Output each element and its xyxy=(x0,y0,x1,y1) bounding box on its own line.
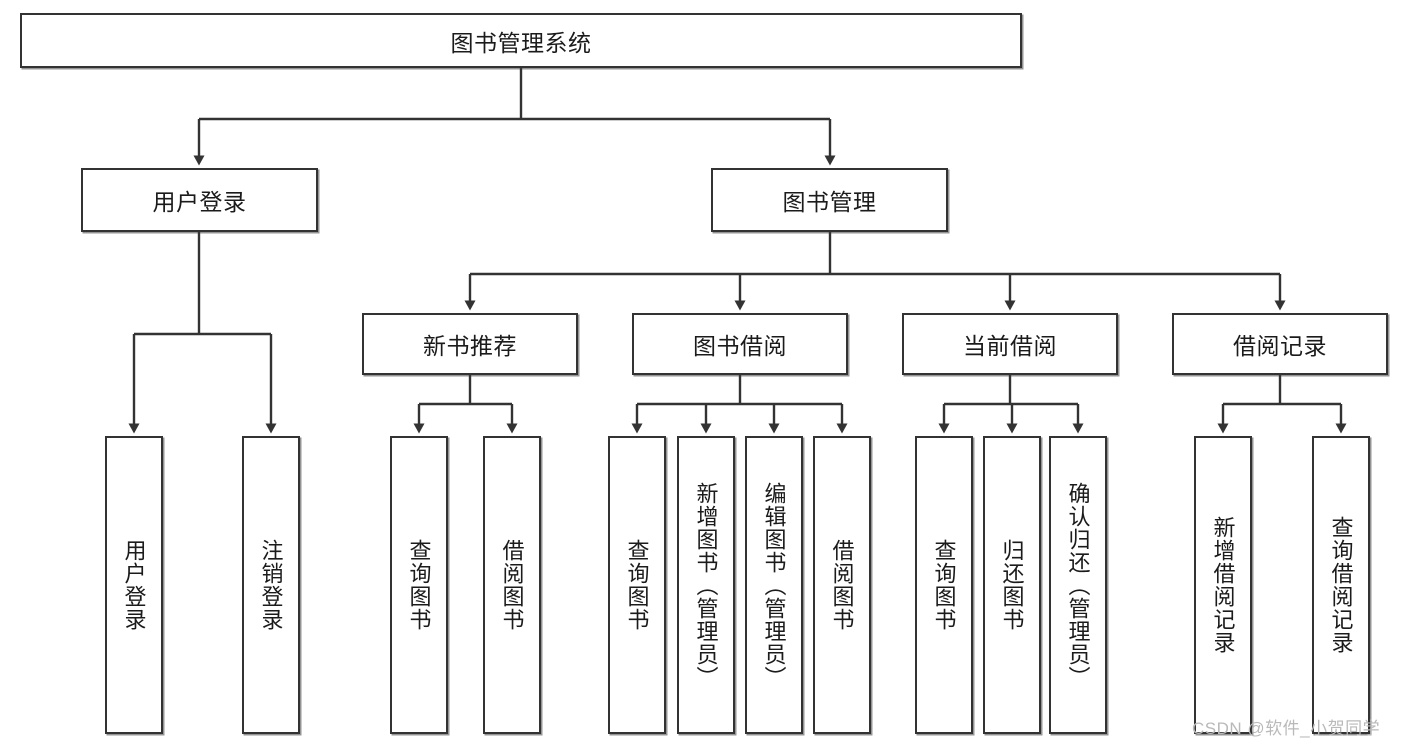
node-label: 新书推荐 xyxy=(423,333,517,359)
leaf-edit-book-admin[interactable]: 编辑图书（管理员） xyxy=(745,436,803,734)
node-label: 注销登录 xyxy=(258,539,284,631)
node-user-login[interactable]: 用户登录 xyxy=(81,168,318,232)
node-label: 查询图书 xyxy=(406,539,432,631)
leaf-logout[interactable]: 注销登录 xyxy=(242,436,300,734)
node-label: 借阅图书 xyxy=(829,539,855,631)
leaf-add-borrow-record[interactable]: 新增借阅记录 xyxy=(1194,436,1252,734)
leaf-query-borrow-record[interactable]: 查询借阅记录 xyxy=(1312,436,1370,734)
leaf-query-books-current[interactable]: 查询图书 xyxy=(915,436,973,734)
leaf-confirm-return-admin[interactable]: 确认归还（管理员） xyxy=(1049,436,1107,734)
node-label: 借阅记录 xyxy=(1233,333,1327,359)
leaf-borrow-book[interactable]: 借阅图书 xyxy=(813,436,871,734)
node-book-management[interactable]: 图书管理 xyxy=(711,168,948,232)
leaf-borrow-books-recommend[interactable]: 借阅图书 xyxy=(483,436,541,734)
node-book-borrow[interactable]: 图书借阅 xyxy=(632,313,848,375)
node-borrow-record[interactable]: 借阅记录 xyxy=(1172,313,1388,375)
csdn-watermark: CSDN @软件_小贺同学 xyxy=(1192,719,1381,738)
node-label: 图书管理系统 xyxy=(450,29,592,56)
node-label: 编辑图书（管理员） xyxy=(761,481,787,689)
node-label: 借阅图书 xyxy=(499,539,525,631)
node-label: 新增图书（管理员） xyxy=(693,481,719,689)
node-label: 新增借阅记录 xyxy=(1210,516,1236,654)
node-new-book-recommend[interactable]: 新书推荐 xyxy=(362,313,578,375)
leaf-query-books-borrow[interactable]: 查询图书 xyxy=(608,436,666,734)
node-label: 用户登录 xyxy=(121,539,147,631)
node-root-system[interactable]: 图书管理系统 xyxy=(20,13,1022,68)
node-label: 当前借阅 xyxy=(963,333,1057,359)
leaf-add-book-admin[interactable]: 新增图书（管理员） xyxy=(677,436,735,734)
node-label: 归还图书 xyxy=(999,539,1025,631)
leaf-query-books-recommend[interactable]: 查询图书 xyxy=(390,436,448,734)
node-label: 确认归还（管理员） xyxy=(1065,481,1091,689)
node-label: 图书借阅 xyxy=(693,333,787,359)
leaf-user-login[interactable]: 用户登录 xyxy=(105,436,163,734)
node-label: 查询图书 xyxy=(624,539,650,631)
node-label: 用户登录 xyxy=(152,189,247,215)
node-label: 查询借阅记录 xyxy=(1328,516,1354,654)
node-label: 查询图书 xyxy=(931,539,957,631)
leaf-return-book[interactable]: 归还图书 xyxy=(983,436,1041,734)
node-current-borrow[interactable]: 当前借阅 xyxy=(902,313,1118,375)
node-label: 图书管理 xyxy=(782,189,877,215)
